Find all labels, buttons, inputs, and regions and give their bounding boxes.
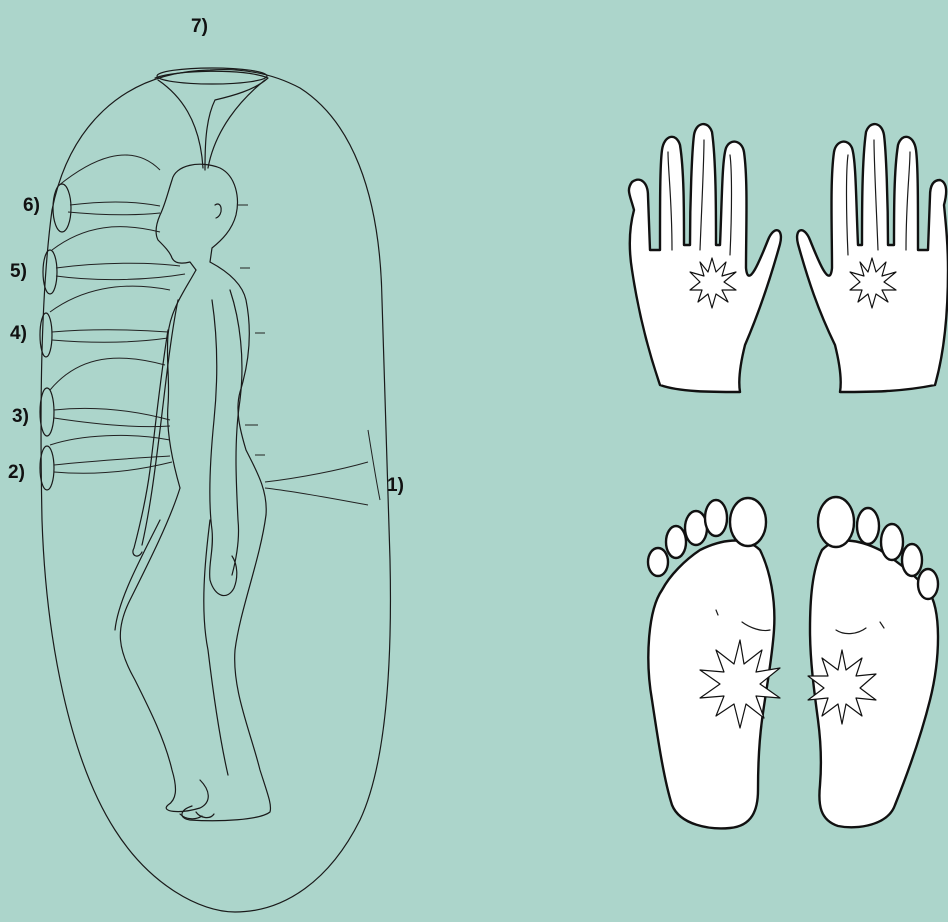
hands-group (629, 124, 948, 392)
crown-vortex (155, 71, 268, 170)
label-brow: 6) (23, 196, 40, 215)
heart-vortex (40, 313, 52, 357)
figure-front-leg (182, 515, 271, 821)
figure-back-arm (133, 300, 178, 556)
human-figure (115, 164, 271, 821)
right-sole (810, 497, 938, 827)
label-root: 1) (387, 476, 404, 495)
feet-group (648, 497, 938, 828)
label-heart: 4) (10, 324, 27, 343)
figure-back-leg (115, 488, 208, 812)
brow-vortex (53, 184, 71, 232)
left-palm (629, 124, 781, 392)
rear-vortices (40, 184, 71, 490)
solar-plexus-vortex (40, 388, 54, 436)
label-solar-plexus: 3) (12, 407, 29, 426)
aura-group (40, 68, 390, 912)
aura-outline (41, 70, 390, 912)
label-sacral: 2) (8, 463, 25, 482)
figure-front-arm (210, 290, 242, 596)
sacral-vortex (40, 446, 54, 490)
figure-head (156, 164, 237, 270)
label-crown: 7) (191, 17, 208, 36)
label-throat: 5) (10, 262, 27, 281)
throat-vortex (43, 250, 57, 294)
